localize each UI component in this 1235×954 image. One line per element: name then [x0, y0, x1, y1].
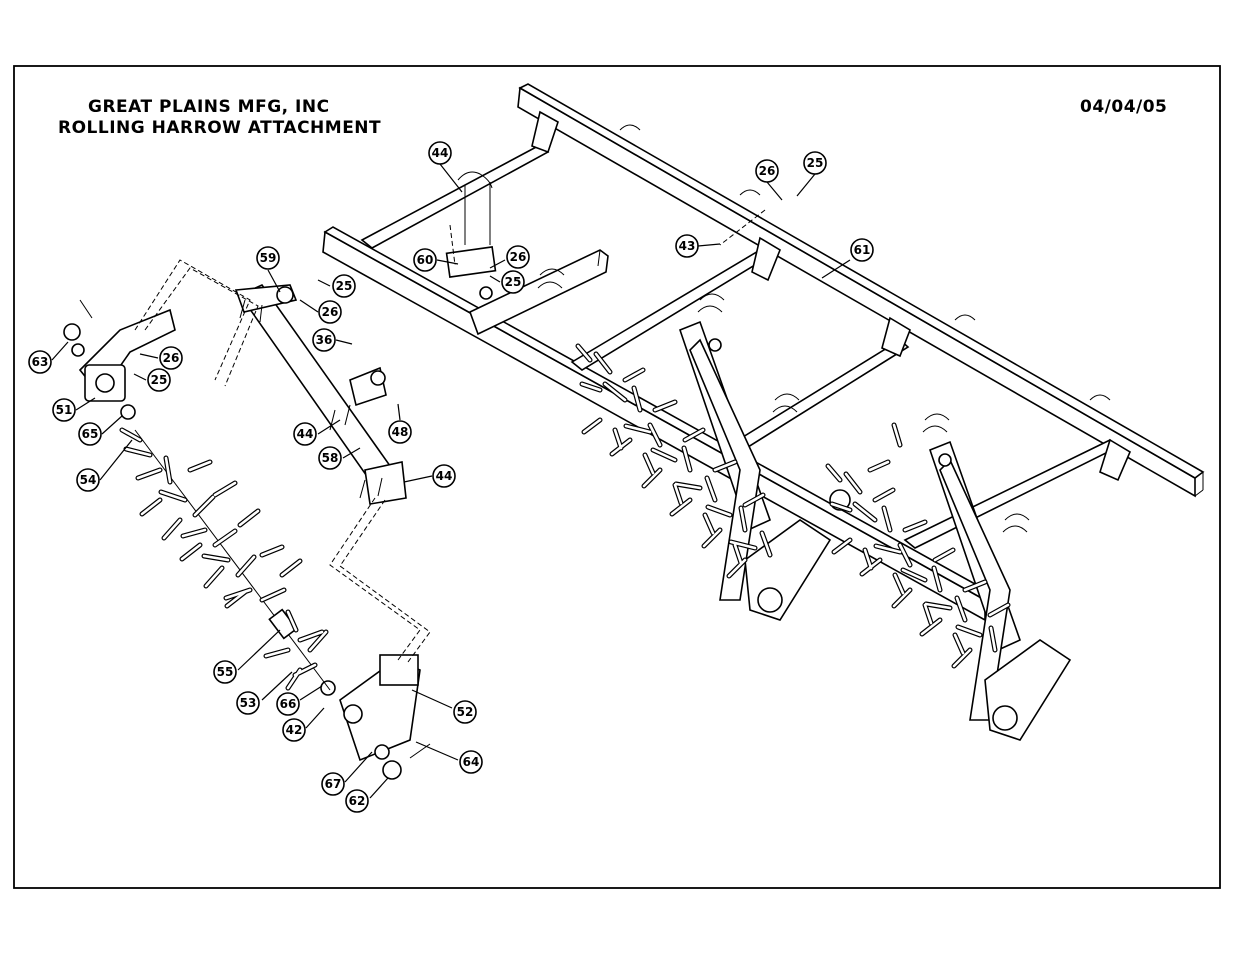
- callout-58: 58: [318, 446, 342, 470]
- svg-text:25: 25: [151, 373, 168, 387]
- callout-26: 26: [318, 300, 342, 324]
- svg-text:66: 66: [280, 697, 297, 711]
- callout-65: 65: [78, 422, 102, 446]
- callout-26: 26: [159, 346, 183, 370]
- svg-text:60: 60: [417, 253, 434, 267]
- callout-25: 25: [147, 368, 171, 392]
- svg-text:44: 44: [432, 146, 449, 160]
- svg-text:63: 63: [32, 355, 49, 369]
- svg-text:25: 25: [505, 275, 522, 289]
- callout-36: 36: [312, 328, 336, 352]
- callout-48: 48: [388, 420, 412, 444]
- svg-text:44: 44: [297, 427, 314, 441]
- svg-text:44: 44: [436, 469, 453, 483]
- callout-61: 61: [850, 238, 874, 262]
- callout-25: 25: [501, 270, 525, 294]
- svg-text:26: 26: [510, 250, 527, 264]
- svg-text:51: 51: [56, 403, 73, 417]
- callout-26: 26: [506, 245, 530, 269]
- svg-text:26: 26: [759, 164, 776, 178]
- main-frame: [322, 83, 1205, 741]
- callout-26: 26: [755, 159, 779, 183]
- svg-text:53: 53: [240, 696, 257, 710]
- callout-43: 43: [675, 234, 699, 258]
- svg-text:59: 59: [260, 251, 277, 265]
- exploded-assembly: [63, 209, 766, 780]
- svg-text:25: 25: [336, 279, 353, 293]
- callout-67: 67: [321, 772, 345, 796]
- callouts: 44 26 25 43 61 60 26 25 59 25 26 36 63 2…: [28, 141, 874, 813]
- callout-42: 42: [282, 718, 306, 742]
- svg-text:26: 26: [322, 305, 339, 319]
- callout-64: 64: [459, 750, 483, 774]
- callout-59: 59: [256, 246, 280, 270]
- callout-63: 63: [28, 350, 52, 374]
- svg-text:67: 67: [325, 777, 342, 791]
- callout-25: 25: [332, 274, 356, 298]
- company-name: GREAT PLAINS MFG, INC: [88, 97, 330, 117]
- svg-text:52: 52: [457, 705, 474, 719]
- svg-text:55: 55: [217, 665, 234, 679]
- svg-text:58: 58: [322, 451, 339, 465]
- svg-text:48: 48: [392, 425, 409, 439]
- svg-text:61: 61: [854, 243, 871, 257]
- svg-text:65: 65: [82, 427, 99, 441]
- callout-66: 66: [276, 692, 300, 716]
- callout-60: 60: [413, 248, 437, 272]
- svg-text:42: 42: [286, 723, 303, 737]
- callout-54: 54: [76, 468, 100, 492]
- callout-25: 25: [803, 151, 827, 175]
- drawing-date: 04/04/05: [1080, 97, 1167, 117]
- svg-text:43: 43: [679, 239, 696, 253]
- harrow-reel-right: [825, 422, 1011, 669]
- callout-44: 44: [428, 141, 452, 165]
- svg-text:64: 64: [463, 755, 480, 769]
- callout-55: 55: [213, 660, 237, 684]
- callout-52: 52: [453, 700, 477, 724]
- callout-44: 44: [293, 422, 317, 446]
- callout-53: 53: [236, 691, 260, 715]
- svg-text:36: 36: [316, 333, 333, 347]
- svg-text:25: 25: [807, 156, 824, 170]
- svg-text:54: 54: [80, 473, 97, 487]
- callout-51: 51: [52, 398, 76, 422]
- harrow-reel-left: [575, 343, 773, 579]
- callout-44: 44: [432, 464, 456, 488]
- callout-62: 62: [345, 789, 369, 813]
- drawing-title: ROLLING HARROW ATTACHMENT: [58, 118, 381, 138]
- svg-text:62: 62: [349, 794, 366, 808]
- svg-text:26: 26: [163, 351, 180, 365]
- drawing-border: [13, 65, 1221, 889]
